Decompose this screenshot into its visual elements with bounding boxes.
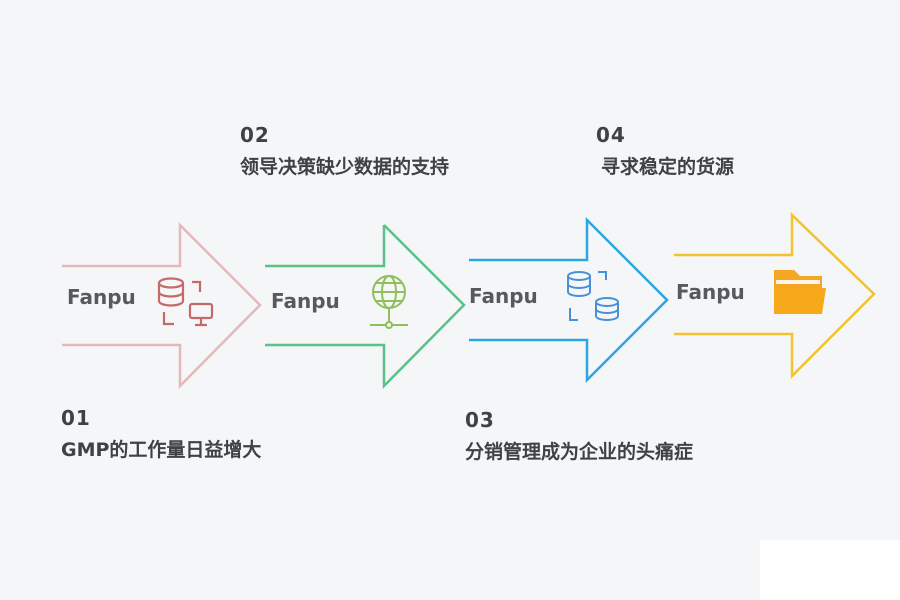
step-4-number: 04 xyxy=(596,123,626,147)
arrow-1-label: Fanpu xyxy=(67,285,136,309)
step-3-text: 分销管理成为企业的头痛症 xyxy=(465,441,694,463)
arrow-2 xyxy=(265,225,386,268)
globe-network-icon xyxy=(370,275,408,329)
arrow-4-shape xyxy=(674,212,876,380)
corner-patch xyxy=(760,540,900,600)
step-3-number: 03 xyxy=(465,408,495,432)
step-2-text: 领导决策缺少数据的支持 xyxy=(240,156,450,178)
step-1-text: GMP的工作量日益增大 xyxy=(61,439,262,461)
arrow-3-shape xyxy=(469,216,669,384)
step-2-number: 02 xyxy=(240,123,270,147)
step-1-number: 01 xyxy=(61,406,91,430)
database-sync-icon xyxy=(567,271,619,321)
arrow-4-label: Fanpu xyxy=(676,280,745,304)
arrow-2-shape xyxy=(265,224,466,390)
arrow-2-label: Fanpu xyxy=(271,289,340,313)
step-4-text: 寻求稳定的货源 xyxy=(601,156,735,178)
database-monitor-icon xyxy=(157,277,214,327)
arrow-1 xyxy=(62,221,262,390)
arrow-3-label: Fanpu xyxy=(469,284,538,308)
folder-icon xyxy=(774,270,826,314)
